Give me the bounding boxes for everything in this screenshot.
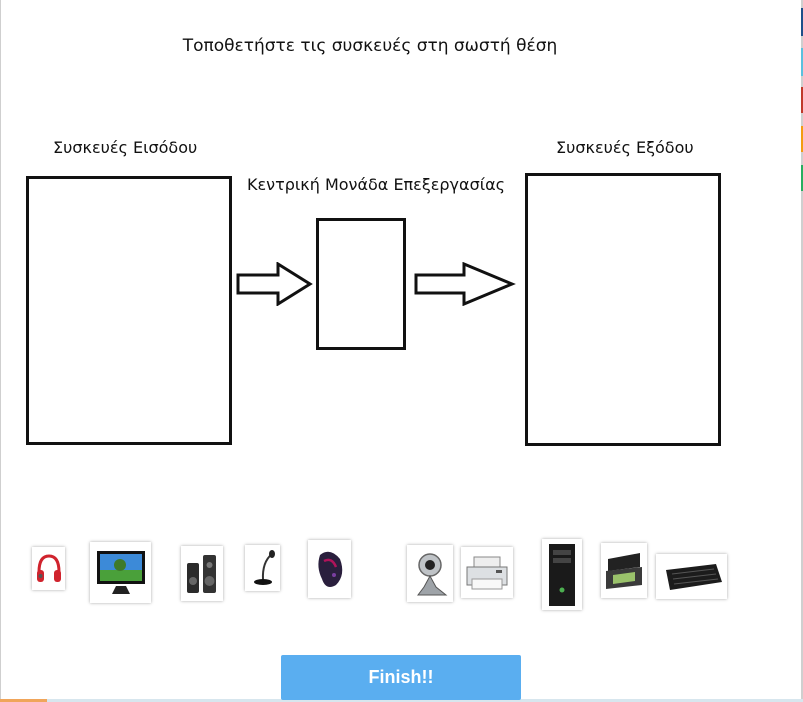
microphone-icon[interactable] [245,545,280,591]
output-devices-label: Συσκευές Εξόδου [556,138,694,157]
window-border-bottom [0,699,803,702]
mouse-icon[interactable] [308,540,351,598]
webcam-icon[interactable] [407,545,453,602]
input-devices-dropzone[interactable] [26,176,232,445]
computer-tower-icon[interactable] [542,539,582,610]
input-devices-label: Συσκευές Εισόδου [53,138,198,157]
window-border-left [0,0,1,702]
side-tab-cyan[interactable] [801,48,803,76]
instruction-title: Τοποθετήστε τις συσκευές στη σωστή θέση [182,36,558,56]
side-tab-blue[interactable] [801,8,803,36]
side-tab-green[interactable] [801,165,803,191]
side-tab-orange[interactable] [801,126,803,152]
window-border-right [801,0,803,702]
progress-accent [0,699,47,702]
headphones-icon[interactable] [32,547,65,590]
monitor-icon[interactable] [90,542,151,603]
output-devices-dropzone[interactable] [525,173,721,446]
side-tab-red[interactable] [801,87,803,113]
scanner-icon[interactable] [601,543,647,598]
finish-button[interactable]: Finish!! [281,655,521,700]
cpu-dropzone[interactable] [316,218,406,350]
keyboard-icon[interactable] [656,554,727,599]
printer-icon[interactable] [461,547,513,598]
arrow-right-icon [236,262,313,306]
cpu-label: Κεντρική Μονάδα Επεξεργασίας [247,175,506,194]
arrow-right-icon [414,262,516,306]
speakers-icon[interactable] [181,546,223,601]
